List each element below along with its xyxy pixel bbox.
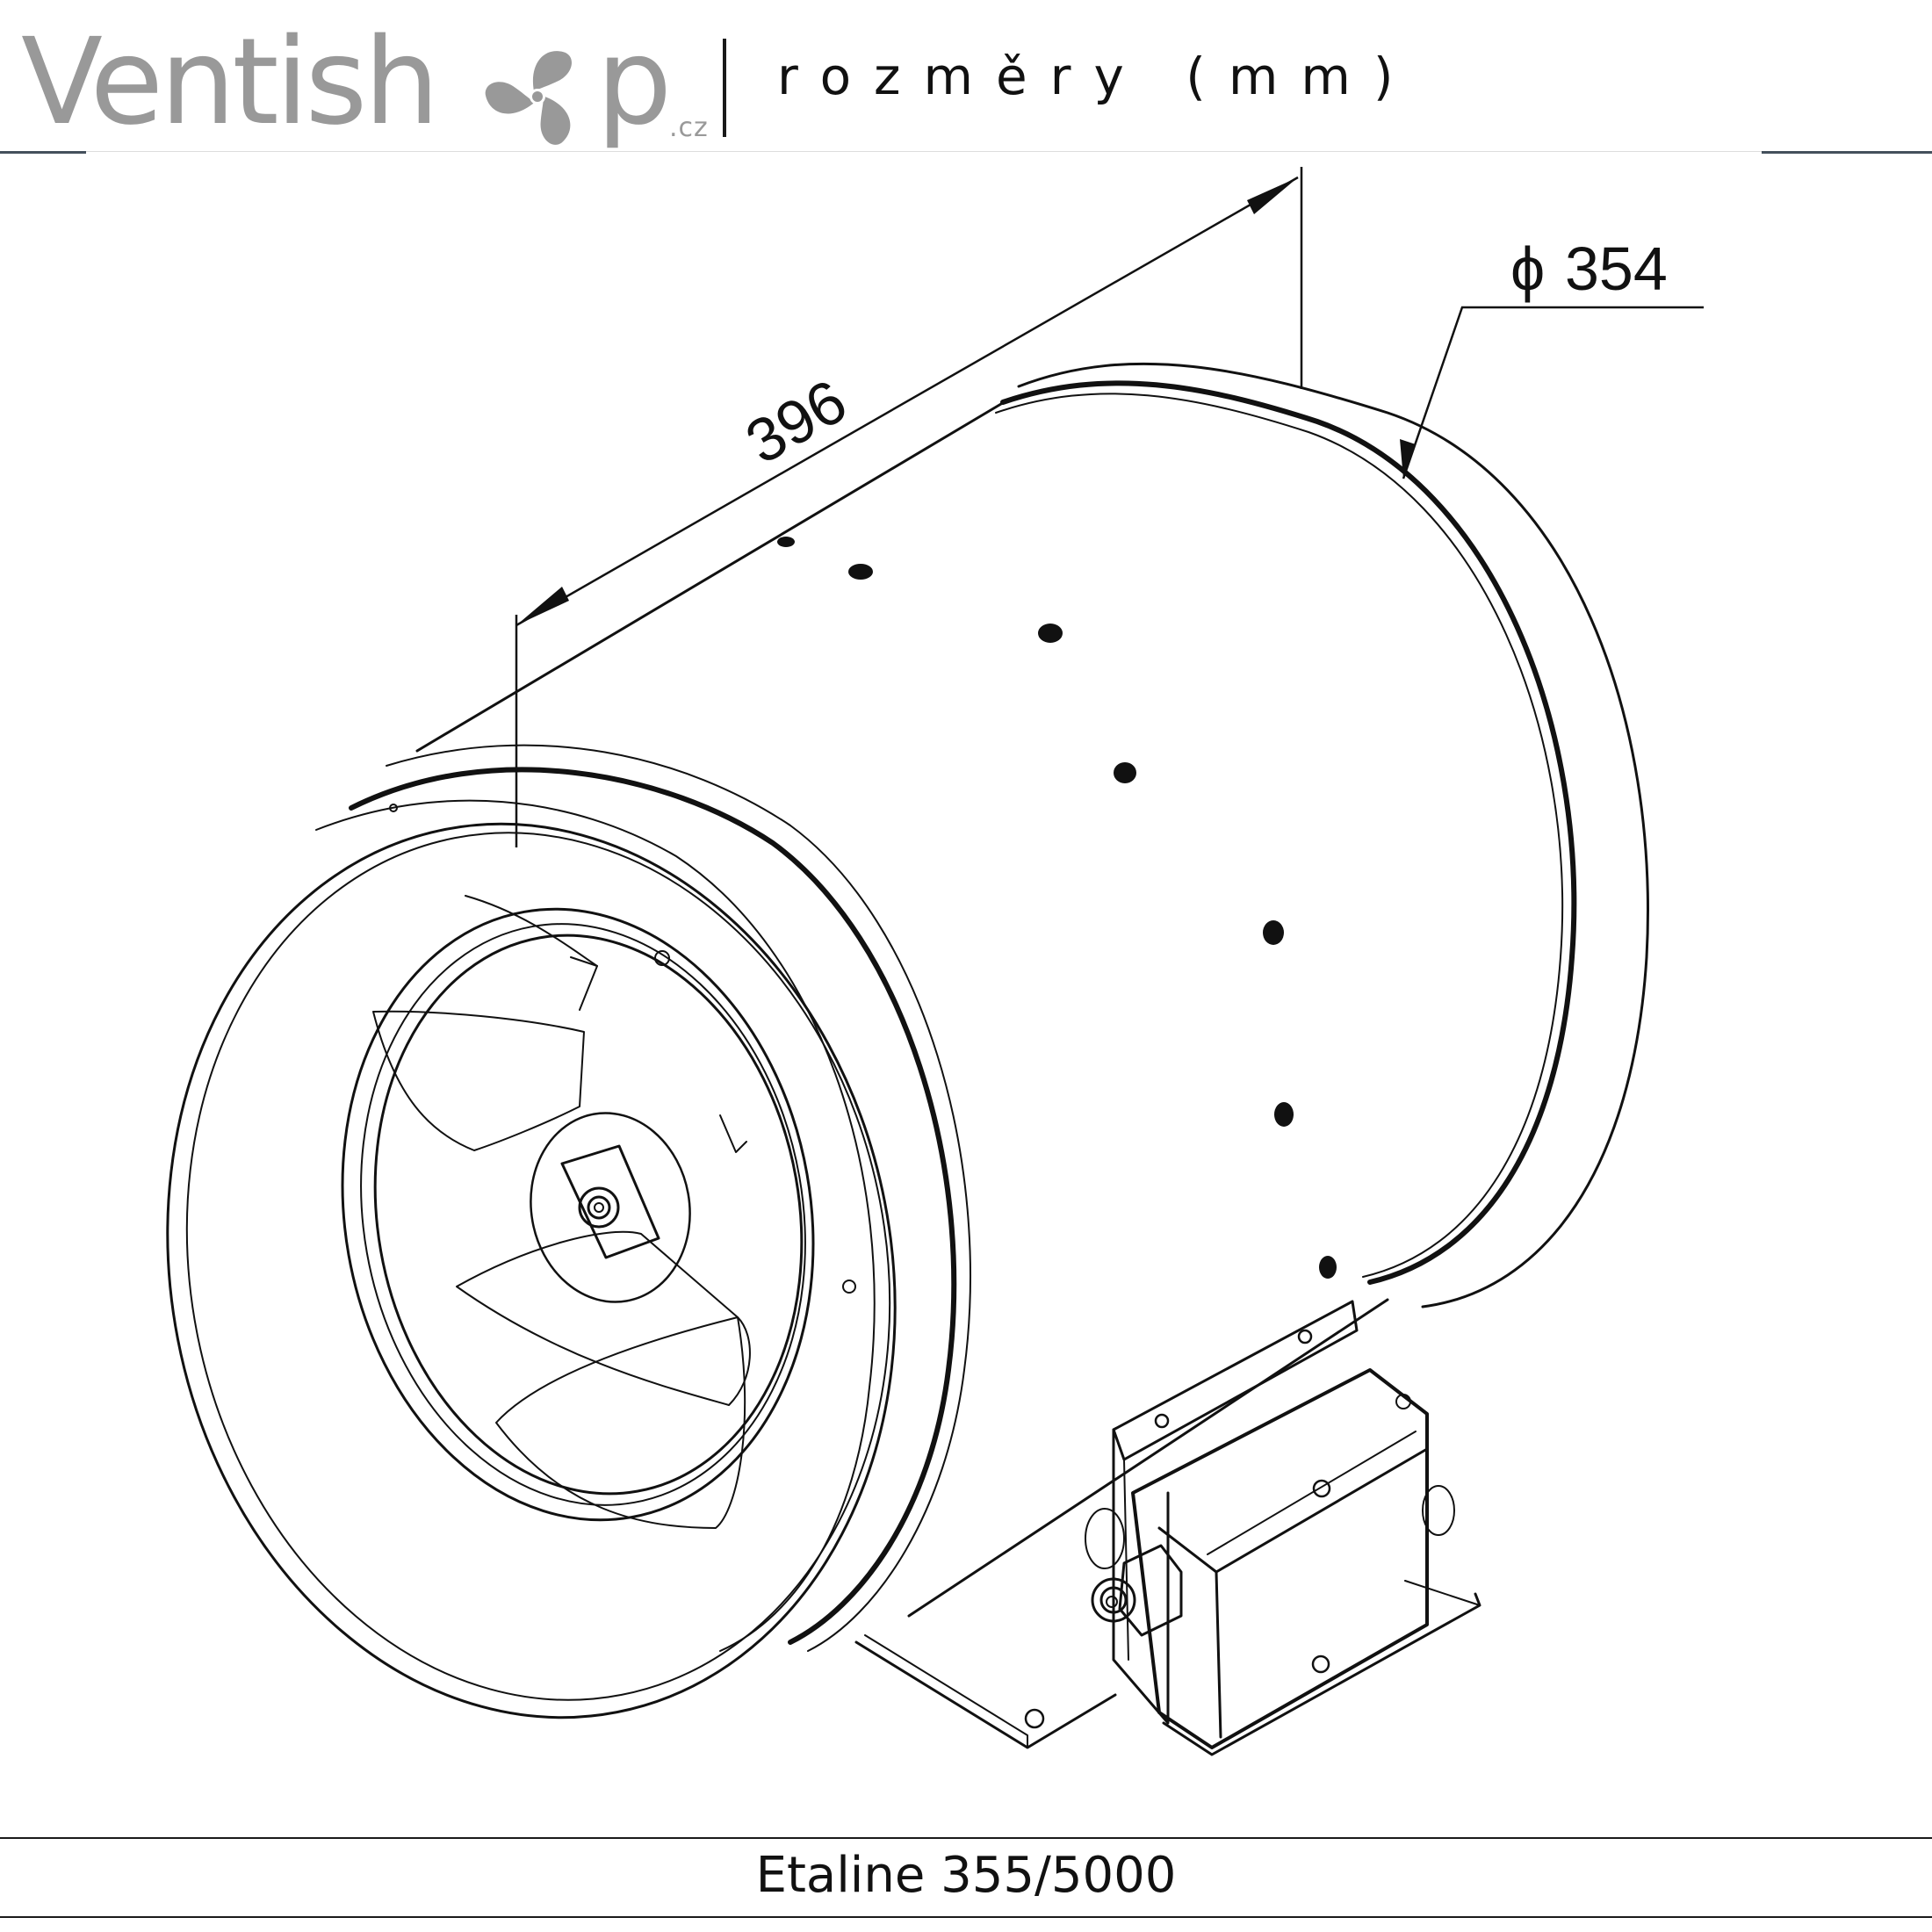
inlet-opening — [341, 907, 815, 1522]
length-dimension-label: 396 — [735, 366, 858, 477]
header: Ventish p .cz rozměry (mm) — [0, 0, 1932, 154]
fan-dimension-drawing: 396 ϕ 354 — [166, 167, 1704, 1756]
diameter-dimension-label: 354 — [1565, 234, 1668, 303]
front-body-ring — [349, 767, 957, 1645]
body-top-edge — [415, 397, 1012, 753]
footer-rule-bottom — [0, 1916, 1932, 1918]
back-flange-inner — [1000, 380, 1577, 1285]
body-bottom-edge — [907, 1298, 1389, 1618]
header-rule — [86, 151, 1762, 152]
impeller-blade — [372, 1010, 585, 1151]
header-divider — [723, 39, 726, 137]
back-flange — [1017, 362, 1649, 1308]
header-rule-right — [1762, 151, 1932, 154]
terminal-box — [1131, 1368, 1429, 1749]
footer-rule-top — [0, 1837, 1932, 1839]
logo-text-ventish: Ventish — [21, 13, 440, 152]
diameter-symbol: ϕ — [1510, 234, 1545, 303]
front-flange-outer — [166, 822, 897, 1719]
body-mount-holes — [777, 537, 1337, 1279]
header-rule-left — [0, 151, 86, 154]
dimension-arrows — [516, 177, 1416, 625]
impeller-blade — [456, 1230, 751, 1406]
cable-gland — [1118, 1544, 1183, 1637]
diameter-leader — [1402, 306, 1704, 479]
terminal-bracket — [1112, 1300, 1359, 1461]
page-subtitle: rozměry (mm) — [777, 47, 1417, 106]
impeller-blade — [495, 1316, 746, 1529]
length-dimension-line — [515, 176, 1299, 627]
logo-text-p: p — [596, 13, 672, 152]
impeller-hub — [530, 1112, 691, 1303]
fan-icon — [485, 51, 572, 145]
model-name: Etaline 355/5000 — [755, 1847, 1177, 1904]
mount-plate — [854, 1640, 1117, 1749]
logo-tld: .cz — [669, 112, 709, 143]
